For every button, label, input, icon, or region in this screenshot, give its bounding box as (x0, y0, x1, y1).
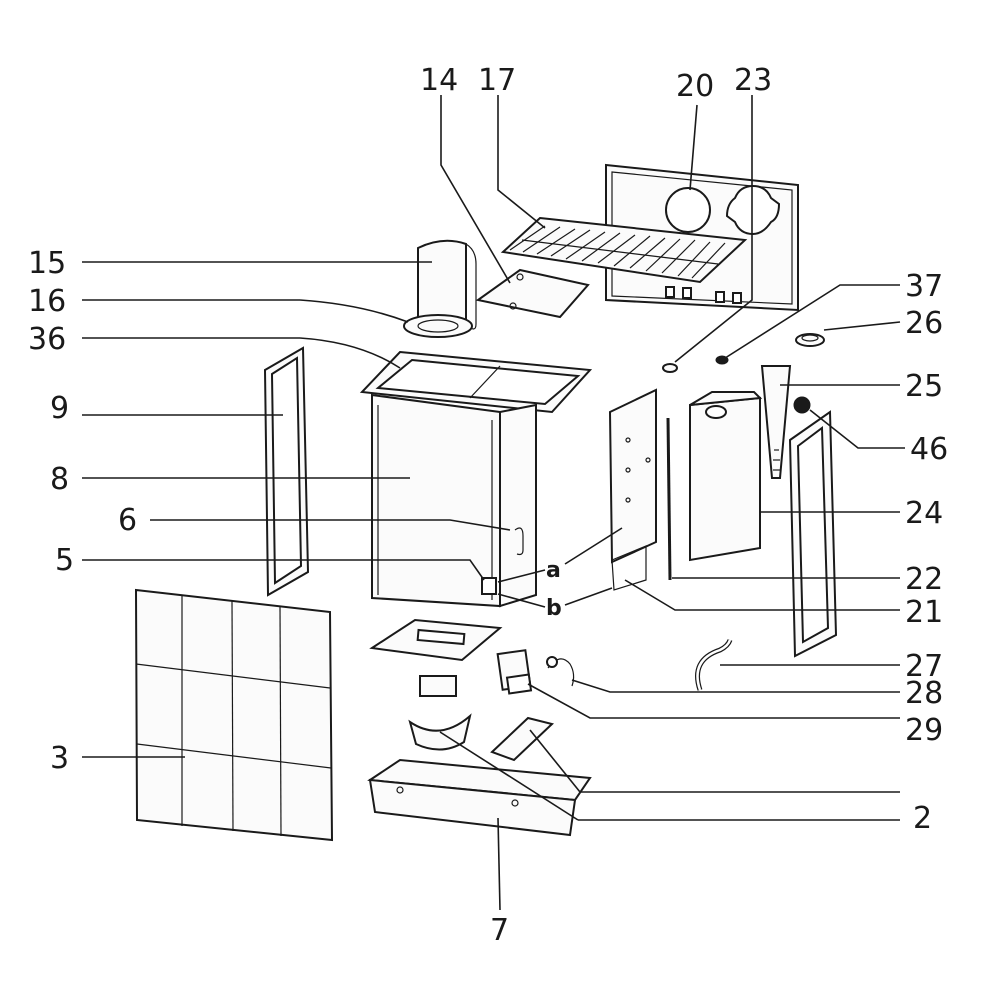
label-2-upper: 2 (912, 794, 913, 796)
water-tank (689, 391, 763, 562)
label-22: 22 (905, 562, 943, 597)
label-28: 28 (905, 676, 943, 711)
label-16: 16 (28, 284, 66, 319)
label-8: 8 (50, 462, 69, 497)
label-36: 36 (28, 322, 66, 357)
drip-tray (367, 758, 592, 837)
pump (496, 649, 533, 695)
heater-rod (666, 417, 672, 581)
label-24: 24 (905, 496, 943, 531)
mount-bracket (490, 716, 555, 762)
label-9: 9 (50, 391, 69, 426)
label-27: 27 (905, 649, 943, 684)
ring-seal (403, 314, 473, 338)
label-29: 29 (905, 713, 943, 748)
label-21: 21 (905, 595, 943, 630)
tank-body (371, 393, 537, 608)
top-grille (500, 216, 748, 284)
label-20: 20 (676, 69, 714, 104)
label-a: a (546, 558, 561, 583)
top-frame (359, 350, 593, 414)
label-3: 3 (50, 741, 69, 776)
lid-cap (795, 333, 825, 347)
label-b: b (546, 596, 562, 621)
label-14: 14 (420, 63, 458, 98)
knob (793, 396, 811, 414)
label-6: 6 (118, 503, 137, 538)
label-5: 5 (55, 543, 74, 578)
side-panel-frame (263, 346, 310, 597)
label-15: 15 (28, 246, 66, 281)
cable (546, 656, 575, 687)
label-2: 2 (913, 801, 932, 836)
label-37: 37 (905, 269, 943, 304)
hose (695, 639, 733, 691)
funnel-tube (760, 365, 792, 479)
control-board (608, 388, 657, 591)
small-bracket (419, 675, 457, 697)
front-panel-grid (134, 588, 334, 842)
label-7: 7 (490, 913, 509, 948)
round-opening (665, 187, 711, 233)
drip-sheet (369, 618, 503, 662)
label-26: 26 (905, 306, 943, 341)
label-25: 25 (905, 369, 943, 404)
right-side-panel (788, 410, 838, 658)
label-23: 23 (734, 63, 772, 98)
cover-plate (475, 268, 590, 319)
part-labels: 14 17 20 23 15 16 36 9 8 6 5 a b 3 37 26… (28, 63, 948, 948)
label-46: 46 (910, 432, 948, 467)
leader-lines (82, 95, 905, 911)
label-17: 17 (478, 63, 516, 98)
screw-cap (662, 363, 678, 373)
